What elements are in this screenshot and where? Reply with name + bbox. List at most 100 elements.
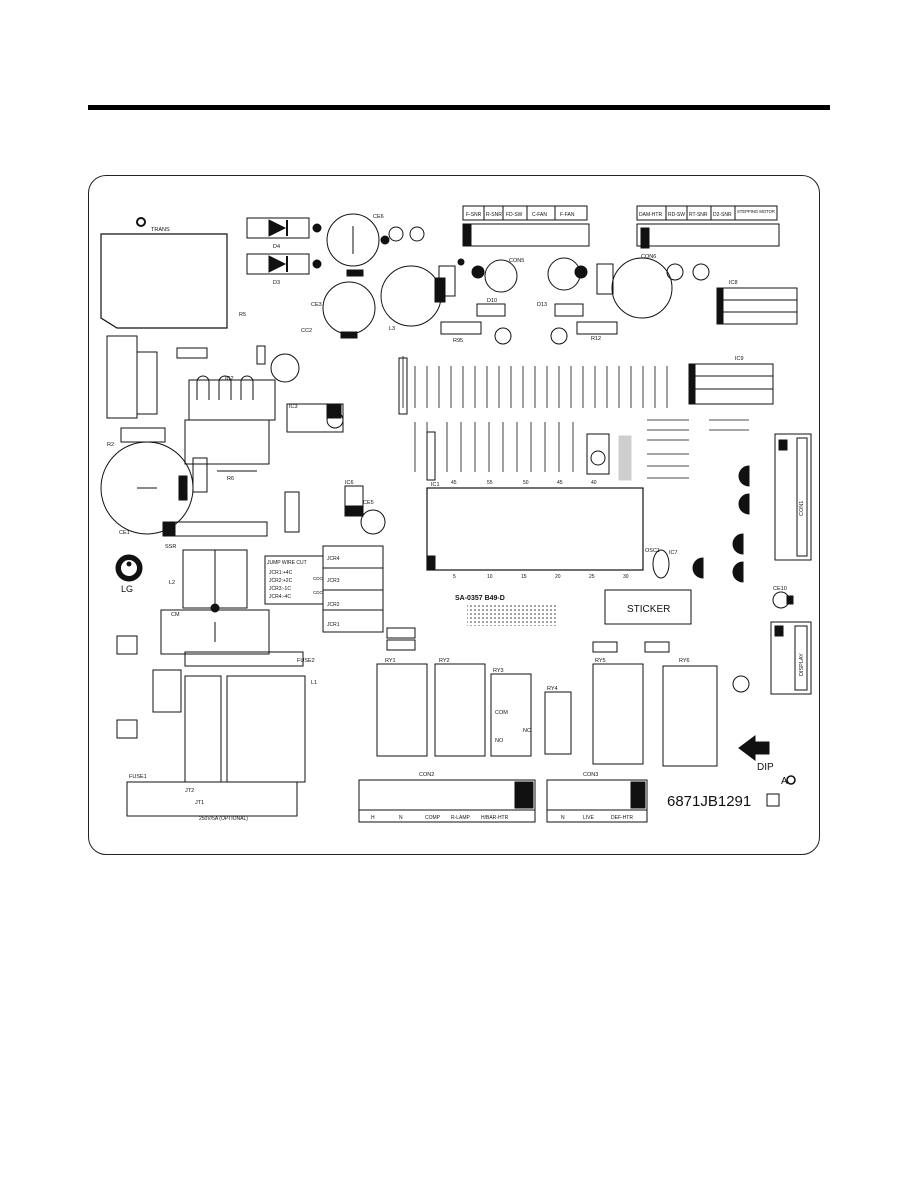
label-jt2: JT2 (185, 788, 194, 794)
connector-con6 (636, 205, 780, 249)
ic1-pinb-1: 5 (453, 574, 456, 580)
label-ry3: RY3 (493, 668, 504, 674)
label-jt1: JT1 (195, 800, 204, 806)
label-no: NO (495, 738, 504, 744)
label-ry1: RY1 (385, 658, 396, 664)
label-ic7: IC7 (669, 550, 678, 556)
label-d3: D3 (273, 280, 280, 286)
label-l3: L3 (389, 326, 395, 332)
con6-label-5: STEPPING MOTOR (737, 209, 775, 214)
label-ry2: RY2 (439, 658, 450, 664)
con2-label-4: R-LAMP (451, 815, 471, 821)
label-com: COM (495, 710, 508, 716)
label-d10: D10 (487, 298, 497, 304)
con2-label-5: H/BAR-HTR (481, 815, 509, 821)
ic1-microcontroller (426, 487, 644, 571)
label-d4: D4 (273, 244, 280, 250)
jump-row-3: JCR3:-1C (269, 586, 291, 592)
relay-ry3 (490, 673, 532, 757)
label-nc: NC (523, 728, 531, 734)
label-ce3: CE3 (311, 302, 322, 308)
con5-label-4: C-FAN (532, 212, 547, 218)
label-ce6: CE6 (373, 214, 384, 220)
label-ry4: RY4 (547, 686, 558, 692)
label-display: DISPLAY (799, 653, 805, 676)
con5-label-5: F-FAN (560, 212, 575, 218)
capacitor-ce1 (100, 441, 194, 535)
con2-label-1: H (371, 815, 375, 821)
label-ic8: IC8 (729, 280, 738, 286)
jcr-label-3: JCR2 (327, 602, 340, 608)
label-con3: CON3 (583, 772, 598, 778)
sticker-label: STICKER (627, 604, 670, 615)
ic1-pinb-2: 10 (487, 574, 493, 580)
resistor-array (402, 356, 668, 472)
ic1-pinb-5: 25 (589, 574, 595, 580)
ic1-pinb-3: 15 (521, 574, 527, 580)
label-cm2: CM (171, 612, 180, 618)
con5-label-1: F-SNR (466, 212, 482, 218)
label-ic3: IC3 (289, 404, 298, 410)
label-osc1: OSC1 (645, 548, 660, 554)
ic1-pin-3: 50 (523, 480, 529, 486)
capacitor-ce3 (322, 281, 376, 339)
dip-arrow-icon (738, 735, 770, 761)
relay-ry2 (434, 663, 486, 757)
label-con5: CON5 (509, 258, 524, 264)
label-ry5: RY5 (595, 658, 606, 664)
con3-label-3: DEF-HTR (611, 815, 633, 821)
jump-wire-title: JUMP WIRE CUT (267, 560, 307, 566)
header-rule (88, 105, 830, 110)
label-ic6: IC6 (345, 480, 354, 486)
ic1-pin-2: 55 (487, 480, 493, 486)
ic9 (688, 363, 774, 405)
label-l2: L2 (169, 580, 175, 586)
connector-display (770, 621, 812, 695)
jump-row-1: JCR1:+4C (269, 570, 293, 576)
con5-label-2: R-SNR (486, 212, 502, 218)
label-cc2: CC2 (301, 328, 312, 334)
connector-con1 (774, 433, 812, 561)
label-fuse1: FUSE1 (129, 774, 147, 780)
label-con6: CON6 (641, 254, 656, 260)
cert-mark: SA-0357 B49-D (455, 595, 505, 602)
inductor-l3 (380, 265, 446, 327)
label-trans: TRANS (151, 227, 170, 233)
con5-label-3: FD-SW (506, 212, 523, 218)
label-fuse2: FUSE2 (297, 658, 315, 664)
lg-label: LG (121, 584, 133, 594)
transformer (100, 217, 228, 329)
con6-label-3: RT-SNR (689, 212, 708, 218)
label-r2: R2 (107, 442, 114, 448)
label-ic9: IC9 (735, 356, 744, 362)
label-ry6: RY6 (679, 658, 690, 664)
label-con1: CON1 (799, 501, 805, 516)
con2-label-3: COMP (425, 815, 441, 821)
con3-label-2: LIVE (583, 815, 595, 821)
label-r6: R6 (227, 476, 234, 482)
sticker-area (604, 589, 692, 625)
dip-label: DIP (757, 762, 774, 773)
pcb-silkscreen: TRANS D4 D3 CE3 CE6 CC2 L3 CON5 CON6 D10… (100, 205, 812, 823)
connector-con5 (462, 205, 590, 247)
ic8 (716, 287, 798, 325)
jcr-label-1: JCR4 (327, 556, 340, 562)
label-ssr: SSR (165, 544, 176, 550)
relay-ry6 (662, 665, 718, 767)
jump-side-b: CDC (313, 590, 323, 595)
ic1-pin-1: 45 (451, 480, 457, 486)
jump-side-a: CDC (313, 576, 323, 581)
label-d13: D13 (537, 302, 547, 308)
con6-label-4: D2-SNR (713, 212, 732, 218)
ic1-pinb-6: 30 (623, 574, 629, 580)
label-r95: R95 (453, 338, 463, 344)
fuse-note: 250V/5A (OPTIONAL) (199, 816, 248, 822)
corner-mark: A (781, 776, 788, 787)
label-ic1: IC1 (431, 482, 440, 488)
relay-ry4 (544, 691, 572, 755)
connector-con2 (358, 779, 536, 823)
jump-row-2: JCR2:+2C (269, 578, 293, 584)
ic1-pinb-4: 20 (555, 574, 561, 580)
label-ic2: IC2 (225, 376, 234, 382)
jcr-label-2: JCR3 (327, 578, 340, 584)
